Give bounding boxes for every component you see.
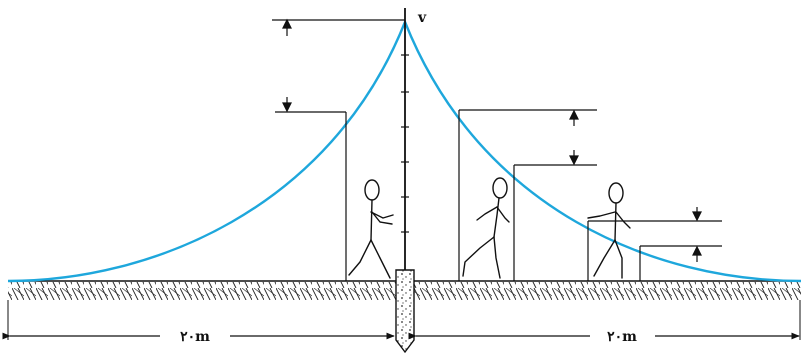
person-touching-pole bbox=[348, 179, 394, 279]
ground-electrode bbox=[395, 269, 415, 354]
far-right-step-markers bbox=[587, 207, 722, 281]
right-distance-label: ۲۰m bbox=[607, 329, 637, 345]
top-dimension-marker bbox=[272, 18, 405, 36]
person-step-voltage bbox=[587, 182, 631, 279]
left-distance-label: ۲۰m bbox=[180, 329, 210, 345]
right-step-markers bbox=[458, 109, 597, 281]
top-voltage-label: v bbox=[417, 10, 427, 26]
grounding-pole bbox=[401, 8, 409, 270]
left-touch-marker bbox=[275, 97, 347, 281]
person-walking bbox=[462, 177, 510, 279]
